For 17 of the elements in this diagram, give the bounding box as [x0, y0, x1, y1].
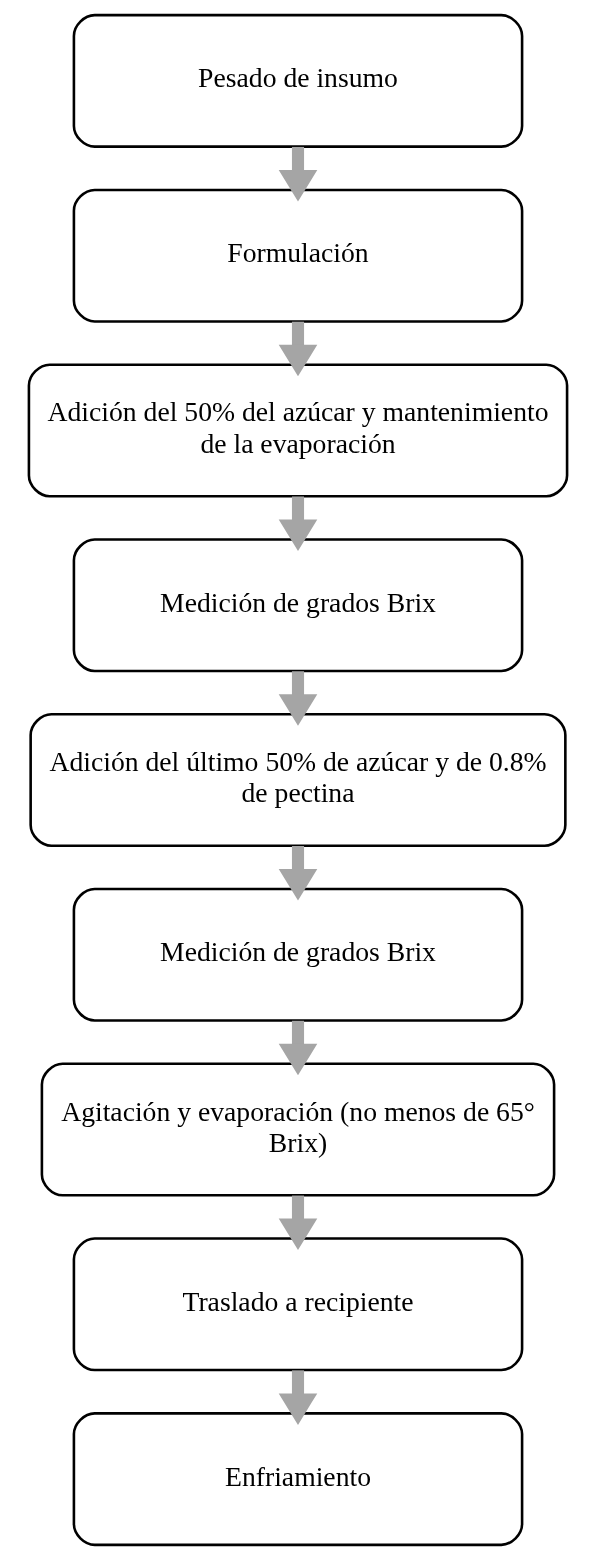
node-box: Adición del último 50% de azúcar y de 0.8% de pectina [28, 712, 567, 848]
node-box: Traslado a recipiente [72, 1237, 523, 1372]
arrow [278, 1370, 317, 1425]
node-box: Medición de grados Brix [72, 538, 523, 673]
arrow [278, 1195, 317, 1251]
node-box: Formulación [72, 188, 523, 323]
arrow [278, 671, 317, 726]
arrow [278, 846, 317, 901]
node-box: Adición del 50% del azúcar y mantenimiento de la evaporación [27, 363, 568, 498]
node-box: Agitación y evaporación (no menos de 65° Brix) [40, 1062, 555, 1197]
node-box: Pesado de insumo [72, 13, 523, 148]
node-box: Enfriamiento [72, 1412, 523, 1547]
arrow [278, 1020, 317, 1076]
arrow [278, 321, 317, 377]
arrow [278, 496, 317, 552]
arrow [278, 146, 317, 202]
node-box: Medición de grados Brix [72, 887, 523, 1022]
